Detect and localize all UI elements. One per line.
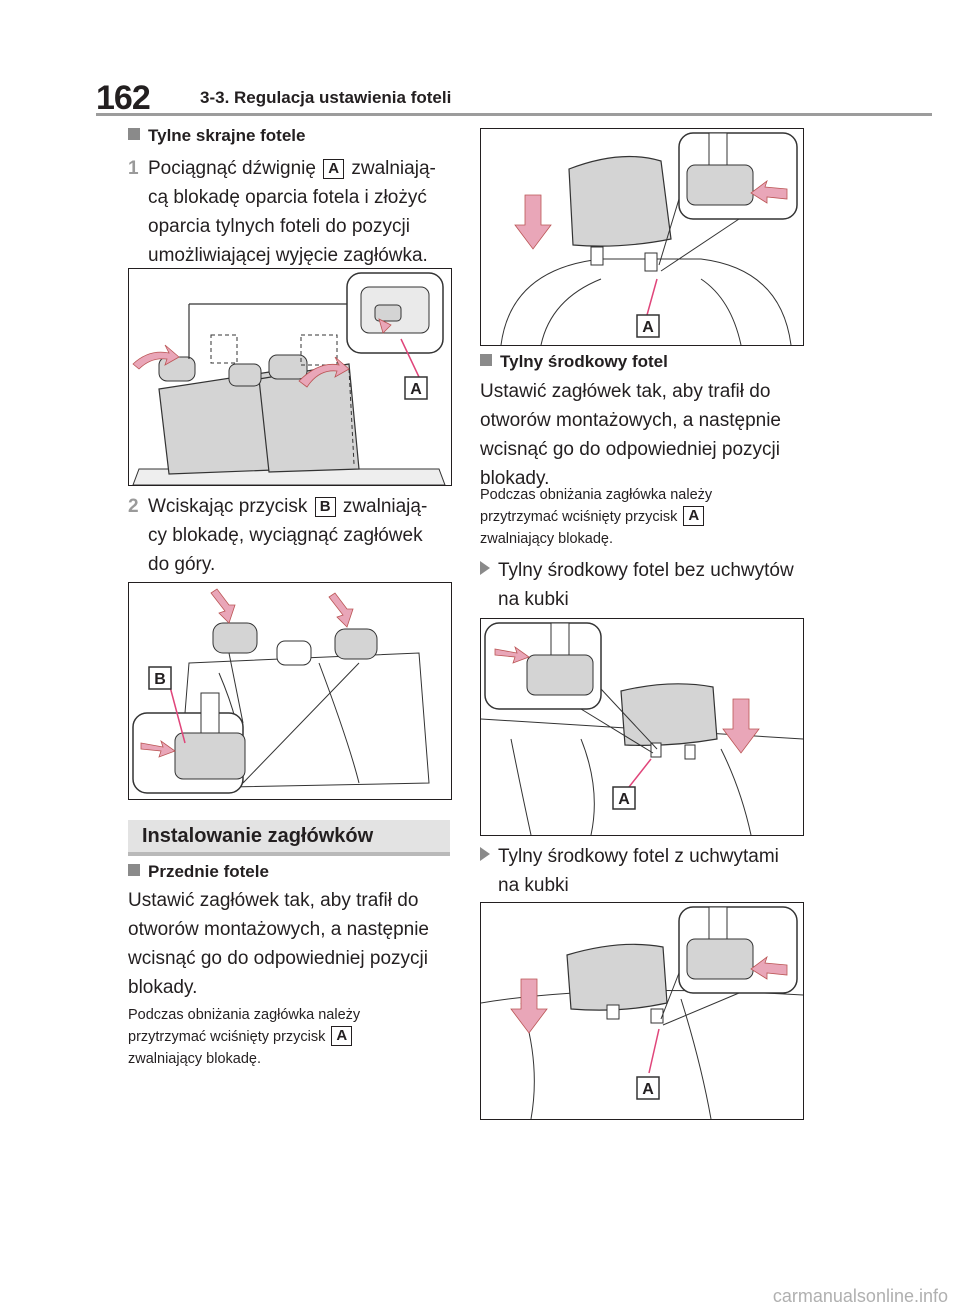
- callout-label: A: [642, 319, 654, 336]
- rear-center-text: Ustawić zagłówek tak, aby trafił do otwo…: [480, 381, 781, 489]
- figure-center-with-cupholder: A: [480, 902, 804, 1120]
- front-seats-text: Ustawić zagłówek tak, aby trafił do otwo…: [128, 890, 429, 998]
- section-title: 3-3. Regulacja ustawienia foteli: [200, 88, 452, 107]
- heading-front-seats: Przednie fotele: [128, 862, 269, 882]
- callout-label: A: [618, 791, 630, 808]
- center-headrest-cupholder-illustration: A: [481, 903, 803, 1119]
- page-number: 162: [96, 79, 151, 117]
- front-seats-note: Podczas obniżania zagłówka należy przytr…: [128, 1007, 361, 1067]
- triangle-bullet-icon: [480, 561, 490, 575]
- installing-headrests-banner: Instalowanie zagłówków: [128, 820, 450, 856]
- figure-center-no-cupholder: A: [480, 618, 804, 836]
- step-number: 2: [128, 496, 139, 517]
- headrest-removal-illustration: B: [129, 583, 451, 799]
- figure-remove-headrest: B: [128, 582, 452, 800]
- callout-label: B: [154, 671, 166, 688]
- header-rule: [96, 113, 932, 116]
- step-number: 1: [128, 158, 139, 179]
- heading-rear-center-seat: Tylny środkowy fotel: [480, 352, 668, 372]
- variant-no-cup-holders: Tylny środkowy fotel bez uchwytów na kub…: [480, 556, 810, 614]
- site-watermark: carmanualsonline.info: [772, 1286, 948, 1306]
- square-bullet-icon: [128, 864, 140, 876]
- label-a: A: [331, 1026, 353, 1046]
- heading-rear-outer-seats: Tylne skrajne fotele: [128, 126, 305, 146]
- label-a: A: [323, 159, 345, 179]
- rear-center-note: Podczas obniżania zagłówka należy przytr…: [480, 487, 713, 547]
- figure-install-rear-center: A: [480, 128, 804, 346]
- label-b: B: [314, 497, 336, 517]
- figure-fold-seatbacks: A: [128, 268, 452, 486]
- seat-fold-illustration: A: [129, 269, 451, 485]
- step-1: 1 Pociągnąć dźwignię A zwalniają- cą blo…: [128, 154, 458, 270]
- callout-label: A: [410, 381, 422, 398]
- callout-label: A: [642, 1081, 654, 1098]
- variant-with-cup-holders: Tylny środkowy fotel z uchwytami na kubk…: [480, 842, 810, 900]
- square-bullet-icon: [128, 128, 140, 140]
- step-2: 2 Wciskając przycisk B zwalniają- cy blo…: [128, 492, 458, 579]
- label-a: A: [683, 506, 705, 526]
- center-headrest-no-cupholder-illustration: A: [481, 619, 803, 835]
- triangle-bullet-icon: [480, 847, 490, 861]
- square-bullet-icon: [480, 354, 492, 366]
- headrest-install-illustration: A: [481, 129, 803, 345]
